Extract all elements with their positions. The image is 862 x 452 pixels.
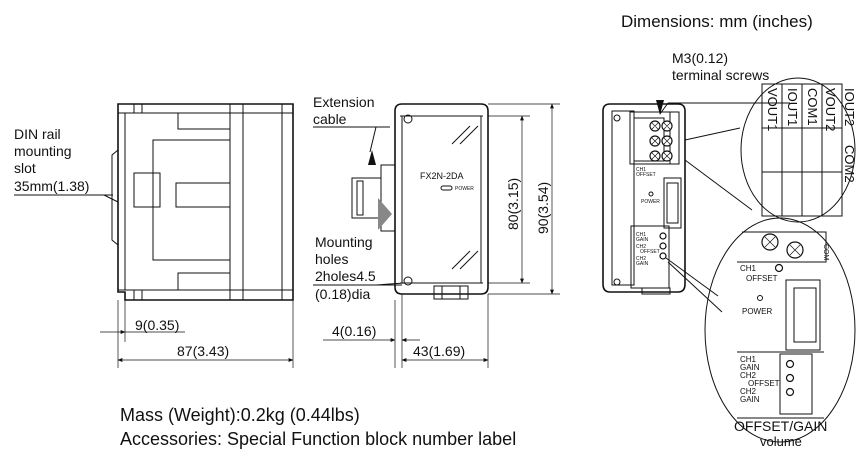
din-rail-label-2: mounting — [14, 143, 72, 159]
side-dim-width: 87(3.43) — [177, 343, 229, 359]
extension-cable-label-1: Extension — [313, 94, 374, 110]
zoom-power: POWER — [742, 307, 772, 316]
small-ch1-offset-1: CH1 — [636, 167, 646, 173]
small-ch2-offset-1: CH2 — [636, 244, 646, 250]
dimensions-note: Dimensions: mm (inches) — [621, 12, 813, 31]
dim-height-inner: 80(3.15) — [505, 178, 521, 230]
dim-height-outer: 90(3.54) — [535, 182, 551, 234]
accessories-text: Accessories: Special Function block numb… — [120, 429, 516, 449]
zoom-ch2-gain-1: CH2 — [740, 387, 757, 396]
zoom-ch1-gain-2: GAIN — [740, 363, 760, 372]
zoom-ch2-offset-2: OFFSET — [748, 379, 780, 388]
zoom-ch2-gain-2: GAIN — [740, 395, 760, 404]
small-ch2-offset-2: OFFSET — [640, 249, 660, 255]
mounting-holes-label-1: Mounting — [315, 234, 373, 250]
mass-text: Mass (Weight):0.2kg (0.44lbs) — [120, 405, 360, 425]
terminal-vout1: VOUT1 — [765, 88, 780, 131]
mounting-holes-label-3: 2holes4.5 — [315, 268, 376, 284]
terminal-iout2: IOUT2 — [842, 88, 857, 126]
terminal-view — [602, 100, 790, 313]
small-ch1-gain-2: GAIN — [636, 237, 649, 243]
small-ch1-offset-2: OFFSET — [636, 172, 656, 178]
small-power: POWER — [641, 199, 660, 205]
terminal-vout2: VOUT2 — [823, 88, 838, 131]
small-ch1-gain-1: CH1 — [636, 232, 646, 238]
mounting-holes-label-2: holes — [315, 251, 348, 267]
front-power-label: POWER — [455, 186, 474, 192]
side-view — [14, 103, 294, 368]
screw-label-2: terminal screws — [672, 67, 769, 83]
extension-cable-label-2: cable — [313, 111, 347, 127]
zoom-ch1-offset-1: CH1 — [740, 264, 757, 273]
mounting-holes-label-4: (0.18)dia — [315, 286, 370, 302]
terminal-iout1: IOUT1 — [785, 88, 800, 126]
model-label: FX2N-2DA — [420, 171, 464, 181]
volume-label-2: volume — [760, 434, 802, 449]
zoom-ch1-gain-1: CH1 — [740, 355, 757, 364]
din-rail-label-1: DIN rail — [14, 126, 61, 142]
terminal-com2: COM2 — [842, 145, 857, 183]
screw-label-1: M3(0.12) — [672, 50, 728, 66]
zoom-ch1-offset-2: OFFSET — [746, 274, 778, 283]
terminal-screws — [649, 120, 673, 162]
front-view — [313, 103, 560, 368]
small-ch2-gain-1: CH2 — [636, 256, 646, 262]
side-dim-inner: 9(0.35) — [135, 317, 179, 333]
small-ch2-gain-2: GAIN — [636, 261, 649, 267]
terminal-callout — [740, 77, 856, 223]
dim-offset: 4(0.16) — [332, 323, 376, 339]
zoom-com: COM — [822, 244, 829, 261]
terminal-com1: COM1 — [805, 88, 820, 126]
zoom-ch2-offset-1: CH2 — [740, 371, 757, 380]
offset-gain-zoom — [704, 217, 856, 443]
din-rail-label-3: slot — [14, 160, 36, 176]
volume-label-1: OFFSET/GAIN — [734, 418, 827, 434]
din-rail-label-4: 35mm(1.38) — [14, 178, 89, 194]
front-dim-width: 43(1.69) — [413, 343, 465, 359]
